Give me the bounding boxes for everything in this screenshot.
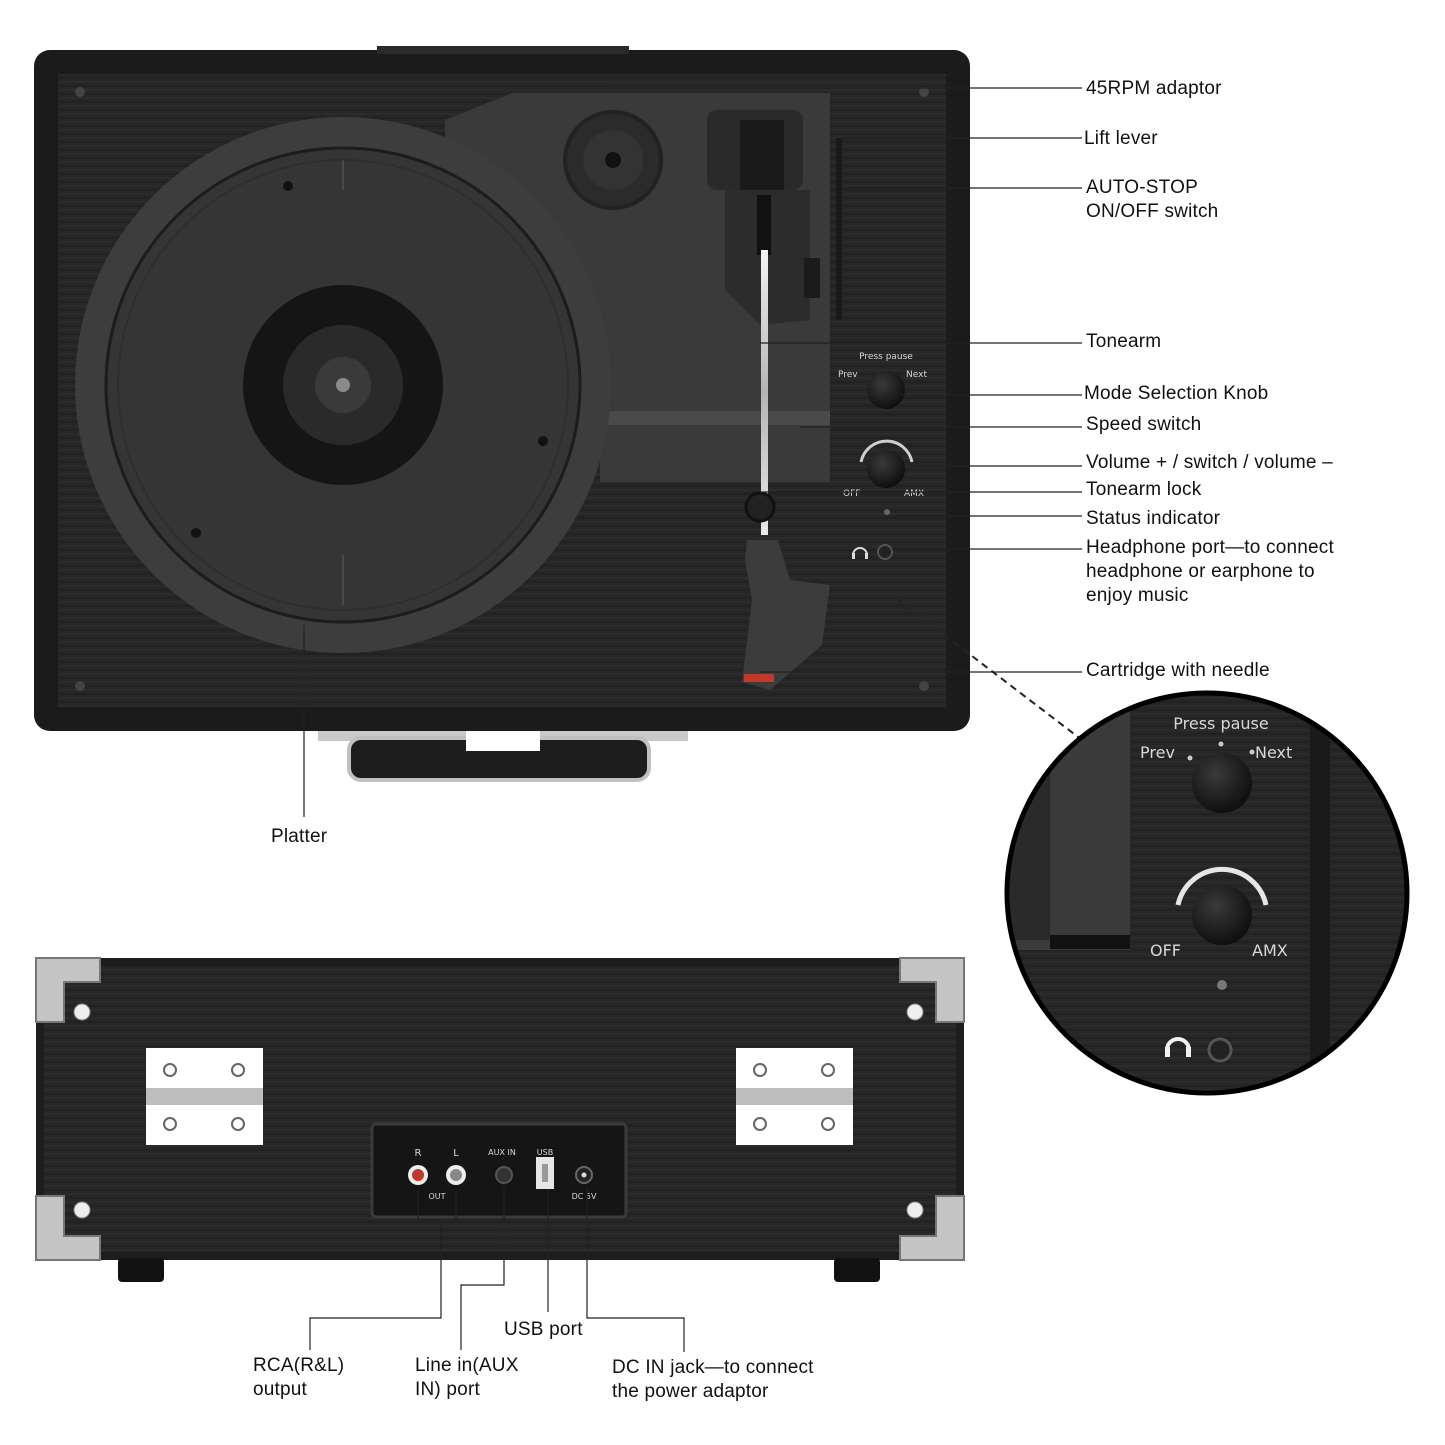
label-platter: Platter [271, 826, 328, 847]
label-speed-switch: Speed switch [1086, 414, 1202, 435]
out-marking: OUT [428, 1192, 445, 1201]
volume-knob[interactable] [867, 450, 905, 488]
zoom-off: OFF [1150, 941, 1181, 960]
io-panel: R L AUX IN USB OUT DC 5V [370, 1122, 628, 1219]
label-status-indicator: Status indicator [1086, 508, 1221, 529]
l-marking: L [453, 1148, 459, 1159]
label-dc-in: DC IN jack—to connect the power adaptor [612, 1357, 814, 1402]
platter [75, 117, 611, 653]
press-pause-marking: Press pause [859, 352, 913, 362]
r-marking: R [415, 1148, 422, 1159]
zoom-detail: Press pause Prev Next OFF AMX [1004, 690, 1410, 1096]
label-cartridge: Cartridge with needle [1086, 660, 1270, 681]
label-volume: Volume + / switch / volume – [1086, 452, 1333, 473]
dc-marking: DC 5V [572, 1192, 597, 1201]
zoom-next: Next [1255, 743, 1292, 762]
zoom-max: AMX [1252, 941, 1288, 960]
prev-marking: Prev [838, 370, 858, 380]
label-45rpm-adaptor: 45RPM adaptor [1086, 78, 1222, 99]
tonearm [707, 110, 830, 690]
carry-handle [318, 731, 688, 782]
zoom-headphone-icon [1165, 1037, 1191, 1057]
label-tonearm: Tonearm [1086, 331, 1162, 352]
aux-marking: AUX IN [488, 1148, 516, 1157]
zoom-prev: Prev [1140, 743, 1175, 762]
label-rca-output: RCA(R&L) output [253, 1355, 345, 1400]
zoom-status-led [1217, 980, 1227, 990]
turntable-back-view: R L AUX IN USB OUT DC 5V [35, 957, 965, 1282]
label-tonearm-lock: Tonearm lock [1086, 479, 1202, 500]
headphone-jack[interactable] [877, 544, 893, 560]
corner-protectors [35, 957, 965, 1261]
status-led [884, 509, 890, 515]
zoom-press-pause: Press pause [1173, 714, 1268, 733]
hinge-right [736, 1048, 853, 1145]
rpm-adaptor [563, 110, 663, 210]
cartridge [742, 540, 830, 690]
hinge-left [146, 1048, 263, 1145]
top-callout-lines [303, 87, 1083, 817]
aux-in-jack[interactable] [495, 1166, 513, 1184]
off-marking: OFF [843, 489, 860, 499]
headphone-icon [852, 547, 868, 559]
label-usb-port: USB port [504, 1319, 583, 1340]
label-line-in: Line in(AUX IN) port [415, 1355, 519, 1400]
max-marking: AMX [904, 489, 924, 499]
back-callout-lines [309, 1188, 685, 1352]
control-panel: Press pause Prev Next OFF AMX [836, 138, 927, 560]
turntable-top-view: Press pause Prev Next OFF AMX [34, 46, 970, 782]
label-auto-stop: AUTO-STOP ON/OFF switch [1086, 177, 1219, 222]
label-mode-knob: Mode Selection Knob [1084, 383, 1269, 404]
usb-marking: USB [537, 1148, 553, 1157]
mode-knob[interactable] [867, 371, 905, 409]
zoom-mode-knob[interactable] [1192, 753, 1252, 813]
zoom-volume-knob[interactable] [1192, 885, 1252, 945]
label-headphone-port: Headphone port—to connect headphone or e… [1086, 537, 1334, 606]
label-lift-lever: Lift lever [1084, 128, 1158, 149]
next-marking: Next [906, 370, 927, 380]
zoom-headphone-jack [1207, 1037, 1233, 1063]
